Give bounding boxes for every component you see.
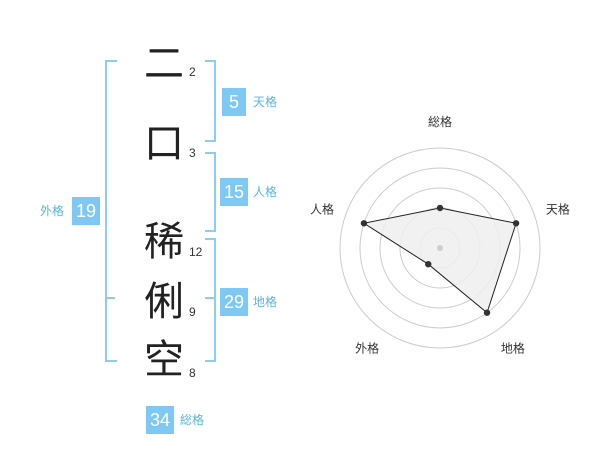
name-char-1: 二	[144, 41, 184, 87]
radar-polygon	[362, 207, 517, 314]
ten-kaku-badge: 5	[222, 88, 246, 116]
radar-point-3	[483, 309, 491, 316]
stroke-count-4: 9	[189, 305, 196, 319]
radar-point-1	[436, 204, 444, 212]
sou-kaku-badge: 34	[146, 406, 174, 434]
chi-kaku-label: 地格	[253, 295, 278, 309]
jin-kaku-badge: 15	[220, 178, 248, 206]
sou-kaku-label: 総格	[180, 413, 205, 427]
radar-axis-label-1: 総格	[428, 114, 452, 129]
jin-kaku-label: 人格	[253, 185, 278, 199]
radar-grid-ring-4	[359, 167, 521, 329]
name-char-5: 空	[144, 337, 184, 383]
name-char-4: 俐	[144, 279, 184, 325]
ten-bracket	[205, 60, 216, 142]
chi-kaku-badge: 29	[220, 288, 248, 316]
chi-bracket-divider	[205, 297, 215, 299]
stroke-count-3: 12	[189, 245, 203, 259]
gai-bracket	[105, 60, 117, 362]
stroke-count-2: 3	[189, 146, 196, 160]
radar-point-4	[425, 260, 432, 268]
radar-center-point	[437, 245, 443, 251]
chi-bracket	[205, 238, 216, 362]
gai-bracket-divider	[105, 297, 115, 299]
radar-axis-label-3: 地格	[501, 340, 525, 355]
name-char-3: 稀	[144, 219, 184, 265]
ten-kaku-label: 天格	[253, 95, 278, 109]
radar-axis-label-2: 天格	[546, 202, 570, 217]
radar-grid-ring-5	[339, 147, 541, 349]
radar-axis-label-4: 外格	[355, 340, 379, 355]
stroke-count-5: 8	[189, 366, 196, 380]
radar-point-2	[512, 220, 520, 227]
gai-kaku-label: 外格	[40, 204, 65, 218]
name-char-2: 口	[144, 121, 184, 167]
radar-axis-label-5: 人格	[310, 202, 334, 217]
radar-point-5	[360, 220, 368, 227]
gai-kaku-badge: 19	[72, 197, 100, 225]
jin-bracket	[205, 152, 216, 232]
stroke-count-1: 2	[189, 65, 196, 79]
